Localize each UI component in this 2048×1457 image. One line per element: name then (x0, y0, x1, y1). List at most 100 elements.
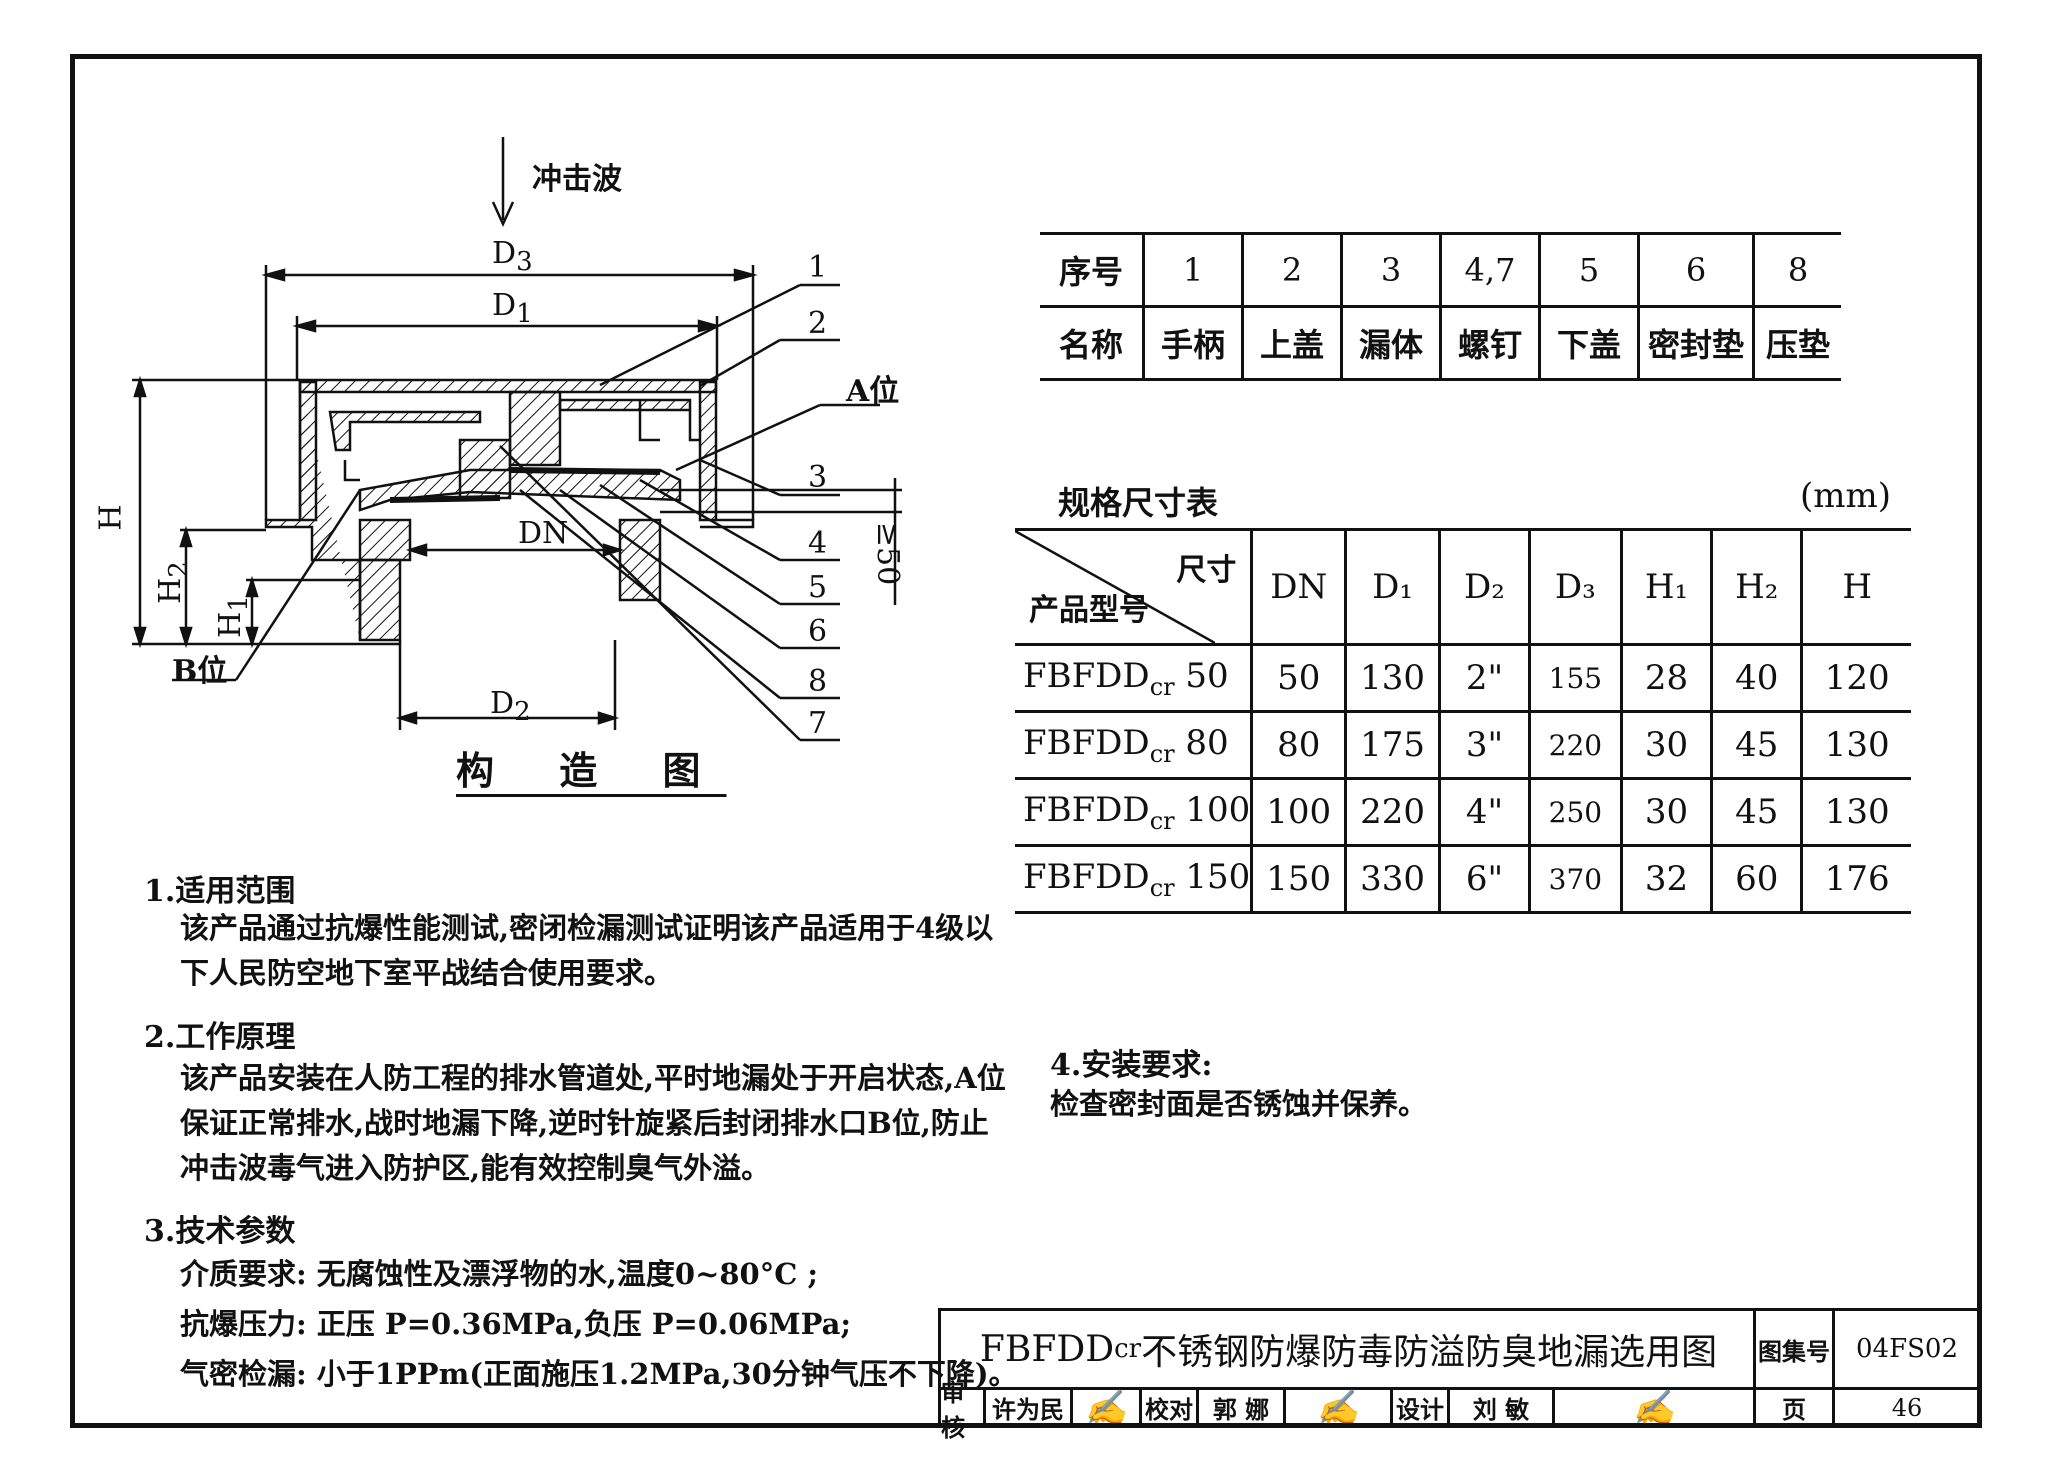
note-1-line: 该产品通过抗爆性能测试,密闭检漏测试证明该产品适用于4级以 (180, 911, 994, 945)
d1-label: D1 (492, 288, 533, 329)
spec-value: 220 (1527, 710, 1623, 780)
spec-value: 250 (1527, 777, 1623, 847)
spec-value: 30 (1619, 777, 1714, 847)
h2-label: H2 (152, 561, 194, 604)
spec-header-row: 尺寸 产品型号 DN D₁ D₂ D₃ H₁ H₂ H (1015, 528, 1911, 646)
spec-value: 130 (1344, 643, 1442, 713)
note-2-line: 保证正常排水,战时地漏下降,逆时针旋紧后封闭排水口B位,防止 (180, 1106, 989, 1140)
ge50-label: ≥50 (870, 521, 906, 586)
spec-value: 4" (1438, 777, 1531, 847)
spec-value: 330 (1344, 844, 1442, 914)
model-cell: FBFDDcr 80 (1015, 710, 1254, 780)
column-header: H (1800, 528, 1911, 646)
diagonal-line (1015, 531, 1215, 643)
spec-table-unit: (mm) (1800, 476, 1892, 516)
spec-value: 40 (1710, 643, 1804, 713)
spec-value: 45 (1710, 710, 1804, 780)
reviewer-signature: ✍ (1070, 1387, 1142, 1428)
h-label: H (93, 504, 129, 531)
spec-row: FBFDDcr 50 50 130 2" 155 28 40 120 (1015, 643, 1911, 713)
part-name: 密封垫 (1637, 305, 1755, 381)
spec-value: 50 (1250, 643, 1348, 713)
reviewer-name: 许为民 (983, 1387, 1073, 1428)
spec-value: 176 (1800, 844, 1911, 914)
spec-value: 220 (1344, 777, 1442, 847)
spec-value: 175 (1344, 710, 1442, 780)
callout-3: 3 (808, 460, 828, 495)
part-number: 8 (1752, 232, 1841, 308)
atlas-number-label: 图集号 (1753, 1308, 1835, 1390)
callout-4: 4 (808, 526, 828, 561)
note-3-line: 气密检漏: 小于1PPm(正面施压1.2MPa,30分钟气压不下降)。 (180, 1357, 1018, 1391)
column-header: D₃ (1527, 528, 1623, 646)
atlas-number: 04FS02 (1832, 1308, 1982, 1390)
d2-label: D2 (490, 686, 531, 727)
note-3-title: 3.技术参数 (144, 1214, 296, 1249)
d3-label: D3 (492, 236, 533, 277)
check-label: 校对 (1139, 1387, 1199, 1428)
review-label: 审核 (938, 1378, 986, 1442)
spec-value: 2" (1438, 643, 1531, 713)
column-header: DN (1250, 528, 1348, 646)
parts-number-row: 序号 1 2 3 4,7 5 6 8 (1040, 232, 1841, 308)
part-name: 压垫 (1752, 305, 1841, 381)
callout-8: 8 (808, 664, 828, 699)
spec-value: 30 (1619, 710, 1714, 780)
part-number: 2 (1241, 232, 1343, 308)
row-label-number: 序号 (1040, 232, 1145, 308)
a-position-label: A位 (846, 374, 900, 409)
design-label: 设计 (1390, 1387, 1450, 1428)
header-model-label: 产品型号 (1029, 593, 1149, 628)
designer-name: 刘 敏 (1447, 1387, 1555, 1428)
part-name: 上盖 (1241, 305, 1343, 381)
note-3-line: 介质要求: 无腐蚀性及漂浮物的水,温度0~80°C ; (180, 1257, 819, 1291)
spec-value: 3" (1438, 710, 1531, 780)
spec-value: 100 (1250, 777, 1348, 847)
callout-2: 2 (808, 306, 828, 341)
part-name: 下盖 (1538, 305, 1640, 381)
model-cell: FBFDDcr 50 (1015, 643, 1254, 713)
spec-value: 80 (1250, 710, 1348, 780)
column-header: H₁ (1619, 528, 1714, 646)
callout-1: 1 (808, 250, 828, 285)
shock-wave-label: 冲击波 (532, 162, 622, 197)
column-header: D₂ (1438, 528, 1531, 646)
callout-7: 7 (808, 706, 828, 741)
note-1-line: 下人民防空地下室平战结合使用要求。 (180, 956, 674, 990)
spec-row: FBFDDcr 150 150 330 6" 370 32 60 176 (1015, 844, 1911, 914)
note-2-line: 冲击波毒气进入防护区,能有效控制臭气外溢。 (180, 1151, 771, 1185)
spec-value: 45 (1710, 777, 1804, 847)
spec-row: FBFDDcr 80 80 175 3" 220 30 45 130 (1015, 710, 1911, 780)
note-4-line: 检查密封面是否锈蚀并保养。 (1050, 1087, 1428, 1121)
dn-label: DN (518, 516, 569, 551)
part-name: 螺钉 (1439, 305, 1541, 381)
page-number: 46 (1832, 1387, 1982, 1428)
spec-value: 32 (1619, 844, 1714, 914)
part-number: 5 (1538, 232, 1640, 308)
spec-value: 150 (1250, 844, 1348, 914)
part-number: 6 (1637, 232, 1755, 308)
note-4-title: 4.安装要求: (1050, 1048, 1213, 1083)
spec-value: 60 (1710, 844, 1804, 914)
spec-value: 120 (1800, 643, 1911, 713)
spec-row: FBFDDcr 100 100 220 4" 250 30 45 130 (1015, 777, 1911, 847)
model-cell: FBFDDcr 100 (1015, 777, 1254, 847)
note-2-title: 2.工作原理 (144, 1020, 296, 1055)
spec-value: 130 (1800, 710, 1911, 780)
column-header: D₁ (1344, 528, 1442, 646)
column-header: H₂ (1710, 528, 1804, 646)
callout-5: 5 (808, 570, 828, 605)
part-number: 3 (1340, 232, 1442, 308)
model-cell: FBFDDcr 150 (1015, 844, 1254, 914)
note-3-line: 抗爆压力: 正压 P=0.36MPa,负压 P=0.06MPa; (180, 1307, 852, 1341)
header-dimension-label: 尺寸 (1176, 553, 1237, 588)
spec-value: 155 (1527, 643, 1623, 713)
part-number: 4,7 (1439, 232, 1541, 308)
spec-value: 130 (1800, 777, 1911, 847)
part-name: 手柄 (1142, 305, 1244, 381)
h1-label: H1 (212, 595, 254, 638)
parts-table: 序号 1 2 3 4,7 5 6 8 名称 手柄 上盖 漏体 螺钉 下盖 密封垫… (1040, 232, 1841, 381)
